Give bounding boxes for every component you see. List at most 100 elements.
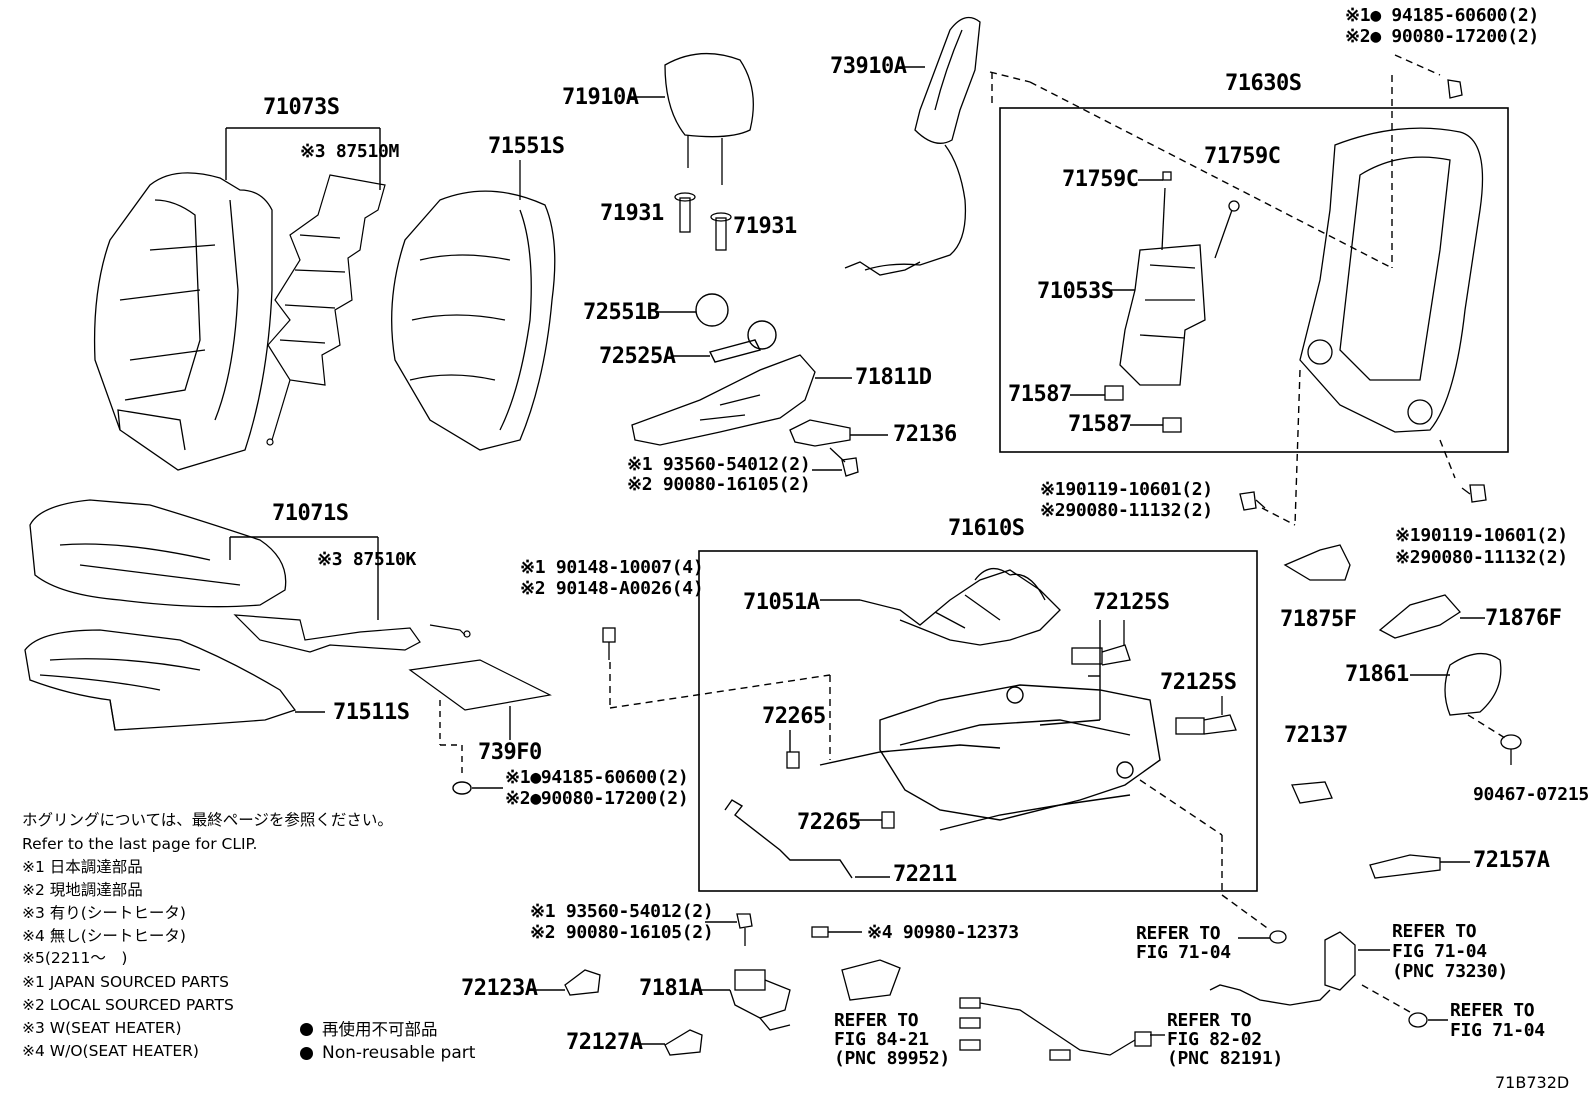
label-71910A: 71910A <box>562 85 639 110</box>
label-71071S: 71071S <box>272 501 349 526</box>
bracket-72123A <box>564 969 601 996</box>
fastener-mid-bolt-right-1: ※190119-10601(2) <box>1395 525 1568 546</box>
refer-84-21-line1: REFER TO <box>834 1010 919 1031</box>
label-71811D: 71811D <box>855 365 932 390</box>
seat-heater-drawing <box>233 614 471 653</box>
label-90467-07215: 90467-07215 <box>1473 784 1589 805</box>
label-71587-a: 71587 <box>1008 382 1072 407</box>
seatback-frame-group-box <box>999 107 1509 453</box>
refer-71-04-a-line1: REFER TO <box>1136 923 1221 944</box>
cover-72137 <box>1291 781 1333 804</box>
note-en-1: ※1 JAPAN SOURCED PARTS <box>22 973 229 991</box>
fastener-mid-bolt-left-1: ※190119-10601(2) <box>1040 479 1213 500</box>
legend-jp: 再使用不可部品 <box>322 1020 438 1039</box>
label-72525A: 72525A <box>599 344 676 369</box>
label-72125S-a: 72125S <box>1093 590 1170 615</box>
clip-71587b <box>1162 417 1182 433</box>
fastener-mid-bolt-right-2: ※290080-11132(2) <box>1395 547 1568 568</box>
bolt-drawing-mid <box>1239 484 1487 511</box>
seatback-frame-drawing <box>1299 127 1484 433</box>
note-en-2: ※2 LOCAL SOURCED PARTS <box>22 996 234 1014</box>
label-72137: 72137 <box>1284 723 1348 748</box>
cover-71861 <box>1444 653 1502 716</box>
diagram-id: 71B732D <box>1495 1073 1570 1092</box>
fastener-bolt-a-2: ※2 90080-16105(2) <box>627 474 811 495</box>
label-71759C-b: 71759C <box>1204 144 1281 169</box>
seat-track-frame <box>819 684 1161 831</box>
headrest-drawing <box>664 52 754 185</box>
note-jp-2: ※2 現地調達部品 <box>22 881 143 899</box>
refer-71-04-c-line1: REFER TO <box>1450 1000 1535 1021</box>
label-87510M: ※3 87510M <box>300 141 400 162</box>
label-72127A: 72127A <box>566 1030 643 1055</box>
seat-mat-drawing <box>408 659 552 711</box>
fastener-top-right-2: ※2● 90080-17200(2) <box>1345 26 1539 47</box>
refer-82-02-line1: REFER TO <box>1167 1010 1252 1031</box>
label-87510K: ※3 87510K <box>317 549 417 570</box>
refer-71-04-b-line3: (PNC 73230) <box>1392 961 1508 982</box>
seat-harness-71051A <box>859 568 1061 646</box>
label-71053S: 71053S <box>1037 279 1114 304</box>
harness-82191 <box>959 997 1152 1061</box>
note-jp-5: ※5(2211～ ) <box>22 949 128 967</box>
label-72157A: 72157A <box>1473 848 1550 873</box>
bracket-71875F <box>1283 544 1351 581</box>
seat-track-group-box <box>698 550 1258 892</box>
refer-71-04-b-line2: FIG 71-04 <box>1392 941 1487 962</box>
label-71587-b: 71587 <box>1068 412 1132 437</box>
label-72136: 72136 <box>893 422 957 447</box>
refer-82-02-line3: (PNC 82191) <box>1167 1048 1283 1069</box>
note-clip-en: Refer to the last page for CLIP. <box>22 835 258 853</box>
fastener-seat-nut-1: ※1●94185-60600(2) <box>505 767 689 788</box>
refer-82-02-line2: FIG 82-02 <box>1167 1029 1262 1050</box>
note-en-4: ※4 W/O(SEAT HEATER) <box>22 1042 199 1060</box>
note-jp-4: ※4 無し(シートヒータ) <box>22 927 186 945</box>
latch-72265a <box>786 751 800 769</box>
refer-71-04-a-line2: FIG 71-04 <box>1136 942 1231 963</box>
label-72211: 72211 <box>893 862 957 887</box>
note-en-3: ※3 W(SEAT HEATER) <box>22 1019 182 1037</box>
fastener-seat-nut-2: ※2●90080-17200(2) <box>505 788 689 809</box>
bolt-drawing-b <box>736 913 753 946</box>
latch-72265b <box>881 811 895 829</box>
connector-90980 <box>811 926 829 938</box>
label-71051A: 71051A <box>743 590 820 615</box>
label-71073S: 71073S <box>263 95 340 120</box>
harness-7181A <box>729 969 791 1031</box>
label-71511S: 71511S <box>333 700 410 725</box>
knob-72551B <box>695 293 729 327</box>
seat-cushion-cover-drawing <box>29 499 287 608</box>
label-71610S: 71610S <box>948 516 1025 541</box>
label-71931-b: 71931 <box>733 214 797 239</box>
fastener-clip-1: ※1 90148-10007(4) <box>520 557 704 578</box>
fastener-bolt-a-1: ※1 93560-54012(2) <box>627 454 811 475</box>
lever-72525A <box>708 320 777 363</box>
bracket-71876F <box>1378 594 1461 639</box>
switch-73230 <box>1209 931 1356 1006</box>
label-72125S-b: 72125S <box>1160 670 1237 695</box>
airbag-73910A <box>844 16 981 276</box>
label-71875F: 71875F <box>1280 607 1357 632</box>
clip-drawing <box>602 627 616 660</box>
label-72551B: 72551B <box>583 300 660 325</box>
screw-90467 <box>1500 734 1522 765</box>
clip-71587a <box>1104 385 1124 401</box>
seatback-pad-drawing <box>391 160 556 451</box>
ecu-89952 <box>841 959 901 1001</box>
headrest-guides-drawing <box>674 192 732 251</box>
cover-72157A <box>1369 854 1441 879</box>
refer-71-04-b-line1: REFER TO <box>1392 921 1477 942</box>
label-73910A: 73910A <box>830 54 907 79</box>
label-71876F: 71876F <box>1485 606 1562 631</box>
fastener-bolt-b-2: ※2 90080-16105(2) <box>530 922 714 943</box>
seat-cushion-pad-drawing <box>24 629 297 731</box>
bolt-drawing-a <box>829 447 859 477</box>
seatback-cover-drawing <box>93 172 273 471</box>
rod-72211 <box>724 799 853 879</box>
grommet <box>1269 930 1287 944</box>
seatback-heater-drawing <box>266 174 386 446</box>
note-clip-jp: ホグリングについては、最終ページを参照ください。 <box>22 811 393 829</box>
label-71759C-a: 71759C <box>1062 167 1139 192</box>
bracket-72127A <box>664 1029 703 1056</box>
